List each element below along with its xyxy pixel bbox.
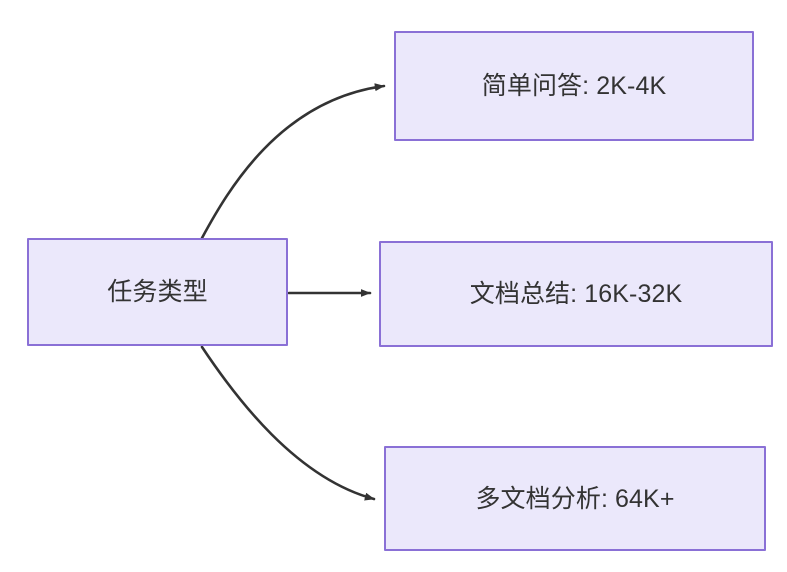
node-task-type[interactable]: 任务类型 <box>27 238 288 346</box>
node-multi-doc-analysis-label: 多文档分析: 64K+ <box>475 484 675 513</box>
node-simple-qa-label: 简单问答: 2K-4K <box>481 72 667 100</box>
node-doc-summary-label: 文档总结: 16K-32K <box>469 280 683 308</box>
node-simple-qa[interactable]: 简单问答: 2K-4K <box>394 31 754 141</box>
node-task-type-label: 任务类型 <box>107 278 208 306</box>
edge-to-multi-doc-analysis <box>200 345 376 501</box>
node-multi-doc-analysis[interactable]: 多文档分析: 64K+ <box>384 446 766 551</box>
edge-to-simple-qa <box>200 83 386 240</box>
node-doc-summary[interactable]: 文档总结: 16K-32K <box>379 241 773 347</box>
